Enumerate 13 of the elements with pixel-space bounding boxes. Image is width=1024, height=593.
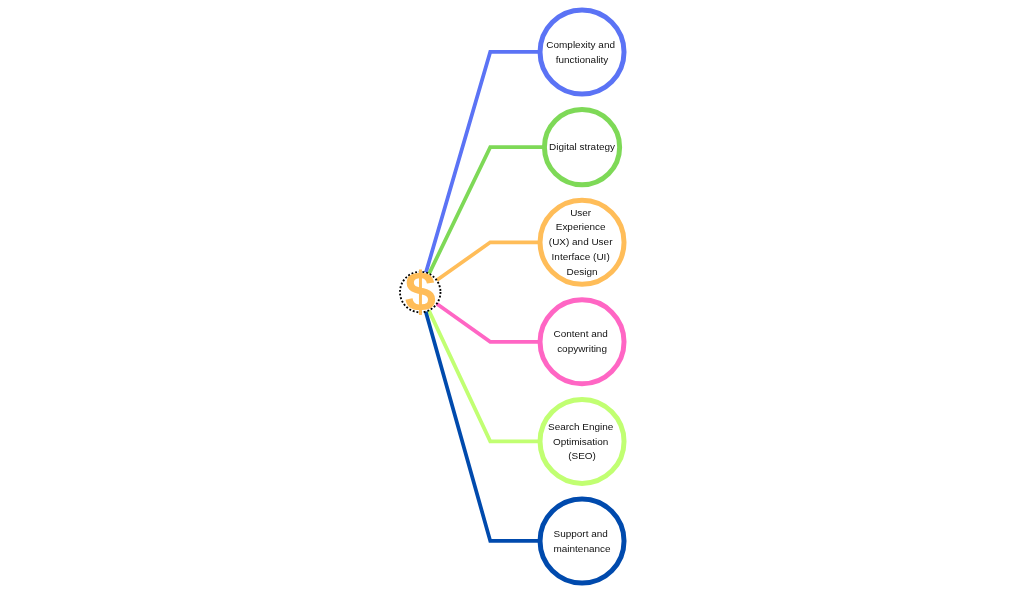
connector [435,240,540,282]
node-circle [537,297,627,387]
mind-map-diagram: $ Complexity and functionality Digital strategy User Experience (UX) and User Interface (UI) Design Content and copywriting Search Engine Optimisation (SEO) Support and maintenance [395,5,629,588]
connector [427,309,540,444]
node-circle [537,496,627,586]
node-circle [541,107,623,188]
connector [435,302,540,344]
node-circle [399,270,442,314]
node-circle [537,197,627,287]
node-circle [537,7,627,97]
connector [424,50,540,274]
node-circle [537,396,627,486]
connector [423,311,540,543]
